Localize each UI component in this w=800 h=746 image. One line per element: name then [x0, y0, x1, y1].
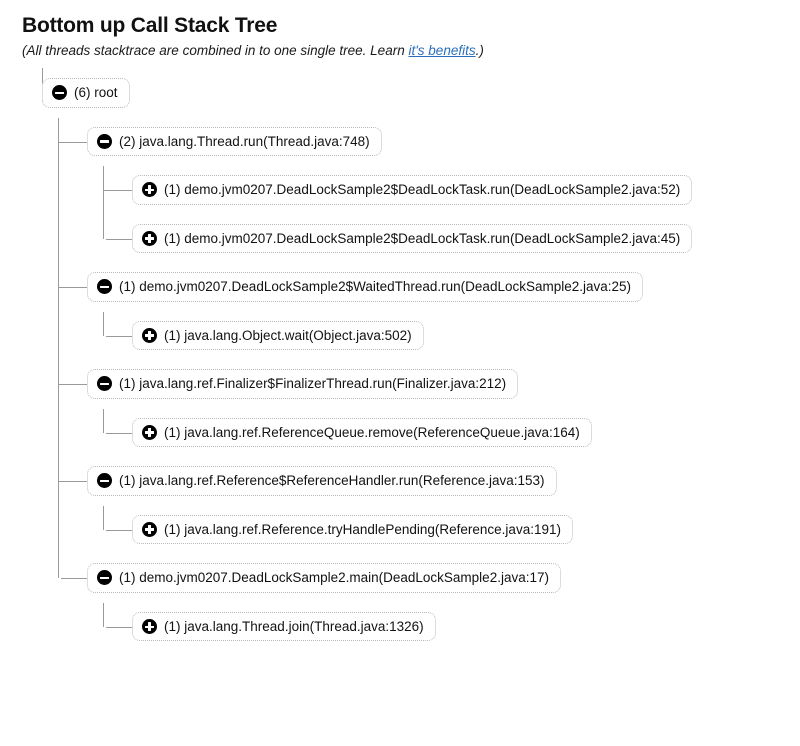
tree-child-list: (1) java.lang.Thread.join(Thread.java:13… — [103, 602, 800, 652]
tree-node: (1) java.lang.Thread.join(Thread.java:13… — [103, 603, 800, 652]
tree-node: (1) java.lang.Object.wait(Object.java:50… — [103, 312, 800, 361]
minus-circle-icon[interactable] — [97, 376, 112, 392]
tree-node-box[interactable]: (1) demo.jvm0207.DeadLockSample2$WaitedT… — [87, 272, 644, 302]
minus-circle-icon[interactable] — [97, 570, 112, 586]
tree-node-row: (1) java.lang.ref.ReferenceQueue.remove(… — [103, 409, 800, 458]
tree-node-label: (1) demo.jvm0207.DeadLockSample2$DeadLoc… — [164, 230, 681, 246]
tree-child-list: (1) java.lang.ref.Reference.tryHandlePen… — [103, 505, 800, 555]
its-benefits-link[interactable]: it's benefits — [408, 43, 476, 58]
tree-node-box[interactable]: (1) java.lang.Object.wait(Object.java:50… — [132, 320, 424, 351]
plus-circle-icon[interactable] — [142, 618, 157, 634]
tree-child-list: (2) java.lang.Thread.run(Thread.java:748… — [58, 117, 800, 652]
call-stack-tree: (6) root (2) java.lang.Thread.run(Thread.… — [42, 68, 800, 652]
tree-node-row: (1) java.lang.ref.Reference.tryHandlePen… — [103, 506, 800, 555]
tree-node-root: (6) root (2) java.lang.Thread.run(Thread.… — [42, 68, 800, 652]
tree-node-box[interactable]: (1) java.lang.ref.Reference.tryHandlePen… — [132, 514, 573, 545]
minus-circle-icon[interactable] — [97, 279, 112, 295]
tree-node-box[interactable]: (1) java.lang.Thread.join(Thread.java:13… — [132, 611, 436, 642]
tree-node-row: (1) java.lang.Object.wait(Object.java:50… — [103, 312, 800, 361]
minus-circle-icon[interactable] — [97, 133, 112, 149]
tree-node-label: (1) demo.jvm0207.DeadLockSample2$WaitedT… — [119, 279, 632, 295]
tree-node-box[interactable]: (1) demo.jvm0207.DeadLockSample2$DeadLoc… — [132, 223, 693, 254]
tree-node-label: (1) demo.jvm0207.DeadLockSample2.main(De… — [119, 570, 549, 586]
tree-node-row: (1) java.lang.Thread.join(Thread.java:13… — [103, 603, 800, 652]
minus-circle-icon[interactable] — [97, 473, 112, 489]
tree-node-box[interactable]: (1) java.lang.ref.Finalizer$FinalizerThr… — [87, 369, 519, 399]
tree-node-box[interactable]: (2) java.lang.Thread.run(Thread.java:748… — [87, 126, 382, 157]
tree-node-label: (2) java.lang.Thread.run(Thread.java:748… — [119, 133, 370, 149]
plus-circle-icon[interactable] — [142, 521, 157, 537]
tree-node-row: (1) java.lang.ref.Finalizer$FinalizerThr… — [58, 360, 800, 409]
tree-node: (1) demo.jvm0207.DeadLockSample2.main(De… — [58, 554, 800, 652]
tree-node-label: (1) java.lang.ref.Finalizer$FinalizerThr… — [119, 376, 507, 392]
tree-node: (1) demo.jvm0207.DeadLockSample2$DeadLoc… — [103, 166, 800, 215]
page-title: Bottom up Call Stack Tree — [22, 14, 278, 37]
tree-child-list: (1) java.lang.ref.ReferenceQueue.remove(… — [103, 408, 800, 458]
tree-node-row: (1) demo.jvm0207.DeadLockSample2$WaitedT… — [58, 263, 800, 312]
plus-circle-icon[interactable] — [142, 424, 157, 440]
tree-node-label: (1) java.lang.Thread.join(Thread.java:13… — [164, 618, 424, 634]
tree-node-box[interactable]: (1) java.lang.ref.Reference$ReferenceHan… — [87, 466, 557, 496]
minus-circle-icon[interactable] — [52, 85, 67, 101]
tree-root-list: (6) root (2) java.lang.Thread.run(Thread.… — [42, 68, 800, 652]
tree-node-label: (1) java.lang.ref.Reference.tryHandlePen… — [164, 521, 561, 537]
tree-child-list: (1) java.lang.Object.wait(Object.java:50… — [103, 311, 800, 361]
tree-node-box[interactable]: (6) root — [42, 78, 130, 108]
call-stack-tree-page: Bottom up Call Stack Tree (All threads s… — [22, 14, 800, 652]
tree-node: (1) demo.jvm0207.DeadLockSample2$WaitedT… — [58, 263, 800, 361]
tree-node: (1) demo.jvm0207.DeadLockSample2$DeadLoc… — [103, 215, 800, 264]
tree-node: (1) java.lang.ref.Finalizer$FinalizerThr… — [58, 360, 800, 458]
tree-node-row: (1) java.lang.ref.Reference$ReferenceHan… — [58, 457, 800, 506]
tree-node-row: (6) root — [42, 68, 800, 118]
subtitle-prefix-text: (All threads stacktrace are combined in … — [22, 43, 409, 58]
tree-node: (2) java.lang.Thread.run(Thread.java:748… — [58, 118, 800, 264]
tree-node-label: (1) java.lang.Object.wait(Object.java:50… — [164, 327, 412, 343]
plus-circle-icon[interactable] — [142, 327, 157, 343]
plus-circle-icon[interactable] — [142, 182, 157, 198]
tree-node-box[interactable]: (1) demo.jvm0207.DeadLockSample2.main(De… — [87, 563, 561, 593]
tree-node-label: (1) demo.jvm0207.DeadLockSample2$DeadLoc… — [164, 182, 681, 198]
page-subtitle: (All threads stacktrace are combined in … — [22, 43, 800, 58]
tree-node-row: (2) java.lang.Thread.run(Thread.java:748… — [58, 118, 800, 167]
tree-node-row: (1) demo.jvm0207.DeadLockSample2$DeadLoc… — [103, 166, 800, 215]
tree-node-row: (1) demo.jvm0207.DeadLockSample2$DeadLoc… — [103, 215, 800, 264]
subtitle-suffix-text: .) — [475, 43, 484, 58]
tree-node: (1) java.lang.ref.Reference$ReferenceHan… — [58, 457, 800, 555]
tree-node-label: (1) java.lang.ref.ReferenceQueue.remove(… — [164, 424, 580, 440]
tree-node-label: (1) java.lang.ref.Reference$ReferenceHan… — [119, 473, 545, 489]
tree-child-list: (1) demo.jvm0207.DeadLockSample2$DeadLoc… — [103, 166, 800, 264]
tree-node: (1) java.lang.ref.ReferenceQueue.remove(… — [103, 409, 800, 458]
tree-node-box[interactable]: (1) demo.jvm0207.DeadLockSample2$DeadLoc… — [132, 175, 693, 205]
tree-node-label: (6) root — [74, 85, 118, 100]
tree-node: (1) java.lang.ref.Reference.tryHandlePen… — [103, 506, 800, 555]
tree-node-box[interactable]: (1) java.lang.ref.ReferenceQueue.remove(… — [132, 417, 592, 448]
plus-circle-icon[interactable] — [142, 230, 157, 246]
tree-node-row: (1) demo.jvm0207.DeadLockSample2.main(De… — [58, 554, 800, 603]
